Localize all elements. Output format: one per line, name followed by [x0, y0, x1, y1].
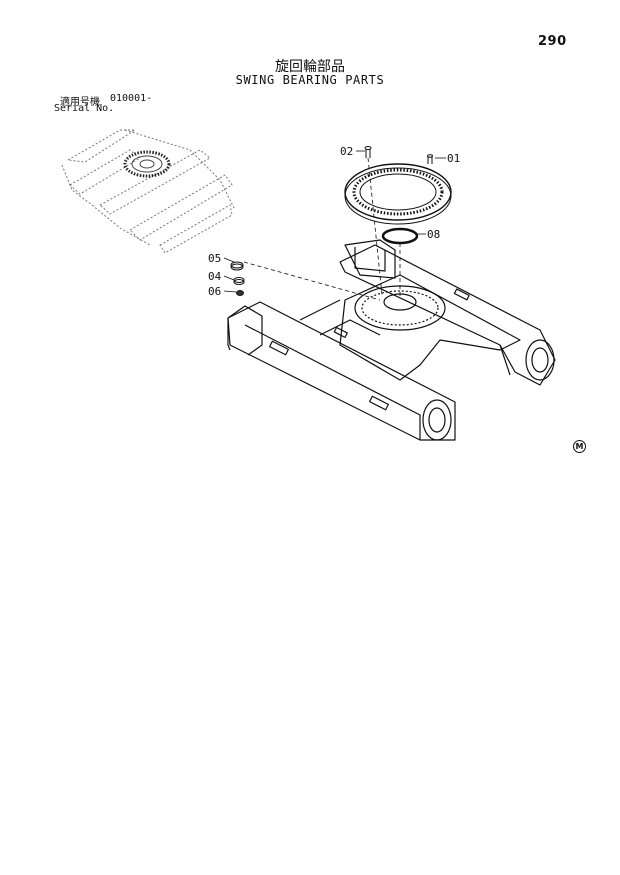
reference-swing-gear-icon: [123, 150, 171, 178]
serial-label-japanese: 適用号機: [60, 97, 100, 108]
callout-01: 01: [447, 152, 460, 165]
shim-icon: [230, 261, 244, 271]
callout-02: 02: [340, 145, 353, 158]
o-ring-icon: [381, 227, 419, 245]
bearing-pin-icon: [427, 154, 433, 164]
page-number: 290: [538, 34, 567, 49]
leader-lines: [223, 150, 446, 301]
serial-range: 010001-: [110, 93, 153, 104]
circled-m-icon: M: [573, 440, 586, 453]
callout-05: 05: [208, 252, 221, 265]
washer-icon: [233, 277, 245, 285]
callout-04: 04: [208, 270, 222, 283]
title-english: SWING BEARING PARTS: [235, 73, 385, 87]
swing-bearing-ring-icon: [344, 163, 452, 225]
callout-08: 08: [427, 228, 440, 241]
track-frame-icon: [227, 239, 556, 441]
serial-label-english: Serial No.: [54, 103, 115, 114]
bearing-bolt-icon: [364, 146, 372, 158]
nut-icon: [236, 290, 244, 296]
callout-06: 06: [208, 285, 221, 298]
title-japanese: 旋回輪部品: [275, 59, 345, 75]
reference-undercarriage-sketch: [61, 129, 236, 254]
